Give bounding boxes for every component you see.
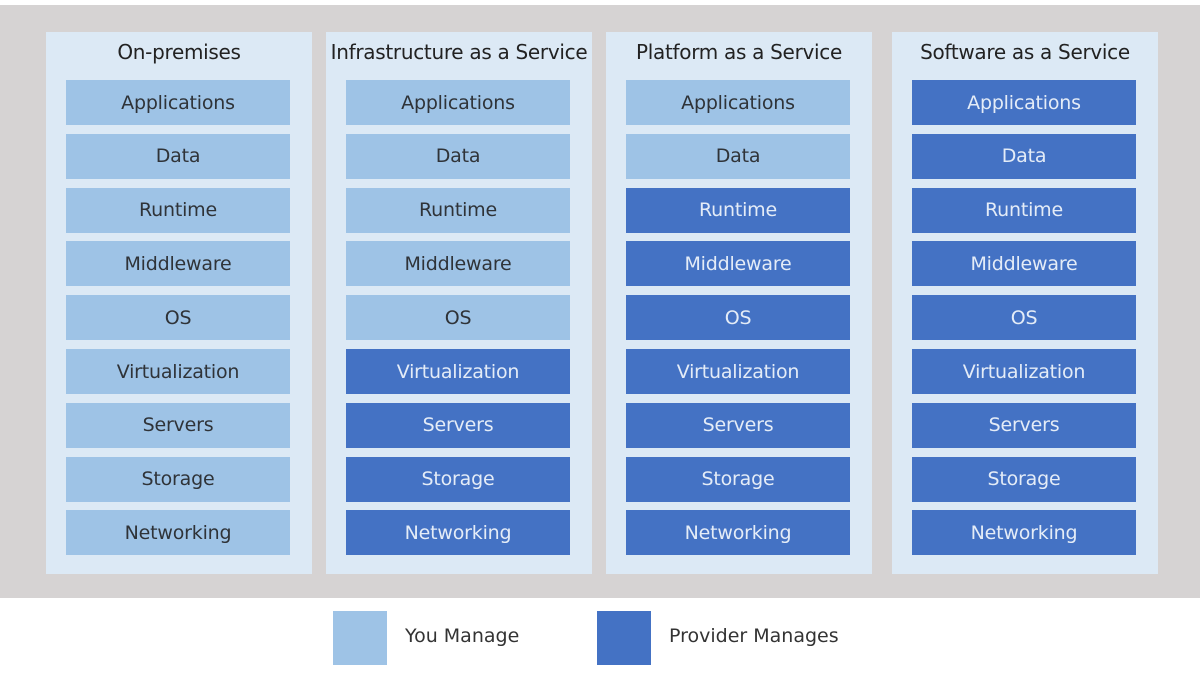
layer-servers: Servers xyxy=(912,402,1136,448)
legend-label-you-manage: You Manage xyxy=(405,625,520,647)
layer-runtime: Runtime xyxy=(66,187,290,233)
column-saas: Software as a Service Applications Data … xyxy=(892,32,1158,574)
layer-data: Data xyxy=(912,133,1136,179)
top-border xyxy=(0,0,1200,5)
layer-os: OS xyxy=(66,295,290,341)
layer-networking: Networking xyxy=(346,510,570,556)
layer-data: Data xyxy=(346,133,570,179)
column-on-premises: On-premises Applications Data Runtime Mi… xyxy=(46,32,312,574)
layer-storage: Storage xyxy=(346,456,570,502)
layer-runtime: Runtime xyxy=(626,187,850,233)
column-title: On-premises xyxy=(117,40,241,64)
layer-middleware: Middleware xyxy=(346,241,570,287)
layer-data: Data xyxy=(66,133,290,179)
layer-networking: Networking xyxy=(912,510,1136,556)
layer-networking: Networking xyxy=(626,510,850,556)
layer-applications: Applications xyxy=(626,80,850,125)
legend-swatch-you-manage xyxy=(333,611,387,665)
layer-os: OS xyxy=(346,295,570,341)
layer-virtualization: Virtualization xyxy=(66,349,290,394)
layer-applications: Applications xyxy=(912,80,1136,125)
layer-networking: Networking xyxy=(66,510,290,556)
layer-storage: Storage xyxy=(66,456,290,502)
layer-servers: Servers xyxy=(346,402,570,448)
layer-virtualization: Virtualization xyxy=(912,349,1136,394)
layer-virtualization: Virtualization xyxy=(346,349,570,394)
layer-middleware: Middleware xyxy=(626,241,850,287)
layer-applications: Applications xyxy=(66,80,290,125)
column-iaas: Infrastructure as a Service Applications… xyxy=(326,32,592,574)
column-title: Platform as a Service xyxy=(636,40,842,64)
legend-label-provider-manages: Provider Manages xyxy=(669,625,839,647)
layer-storage: Storage xyxy=(626,456,850,502)
layer-middleware: Middleware xyxy=(912,241,1136,287)
layer-storage: Storage xyxy=(912,456,1136,502)
layer-middleware: Middleware xyxy=(66,241,290,287)
layer-os: OS xyxy=(912,295,1136,341)
column-paas: Platform as a Service Applications Data … xyxy=(606,32,872,574)
legend-swatch-provider-manages xyxy=(597,611,651,665)
layer-runtime: Runtime xyxy=(912,187,1136,233)
column-title: Software as a Service xyxy=(920,40,1130,64)
layer-virtualization: Virtualization xyxy=(626,349,850,394)
layer-servers: Servers xyxy=(626,402,850,448)
layer-applications: Applications xyxy=(346,80,570,125)
layer-runtime: Runtime xyxy=(346,187,570,233)
column-title: Infrastructure as a Service xyxy=(330,40,588,64)
layer-data: Data xyxy=(626,133,850,179)
layer-os: OS xyxy=(626,295,850,341)
layer-servers: Servers xyxy=(66,402,290,448)
